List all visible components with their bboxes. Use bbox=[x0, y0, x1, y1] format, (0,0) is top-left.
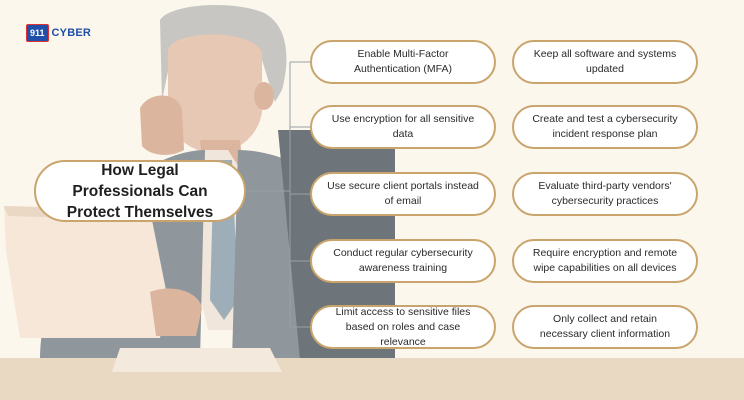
tip-text: Use encryption for all sensitive data bbox=[331, 113, 475, 140]
title-pill: How Legal Professionals Can Protect Them… bbox=[34, 160, 246, 222]
tip-encryption: Use encryption for all sensitive data bbox=[310, 105, 496, 149]
page-title: How Legal Professionals Can Protect Them… bbox=[66, 161, 214, 221]
brand-logo[interactable]: 911 CYBER bbox=[26, 24, 91, 42]
tip-data-minimization: Only collect and retain necessary client… bbox=[512, 305, 698, 349]
tip-access-control: Limit access to sensitive files based on… bbox=[310, 305, 496, 349]
tip-updates: Keep all software and systems updated bbox=[512, 40, 698, 84]
tip-text: Only collect and retain necessary client… bbox=[539, 313, 671, 340]
tip-text: Conduct regular cybersecurity awareness … bbox=[333, 247, 473, 274]
tip-vendors: Evaluate third-party vendors' cybersecur… bbox=[512, 172, 698, 216]
tip-training: Conduct regular cybersecurity awareness … bbox=[310, 239, 496, 283]
tip-text: Create and test a cybersecurity incident… bbox=[532, 113, 678, 140]
tip-text: Enable Multi-Factor Authentication (MFA) bbox=[353, 48, 453, 75]
tip-text: Require encryption and remote wipe capab… bbox=[532, 247, 678, 274]
tip-client-portals: Use secure client portals instead of ema… bbox=[310, 172, 496, 216]
tip-text: Use secure client portals instead of ema… bbox=[327, 180, 479, 207]
tip-text: Keep all software and systems updated bbox=[533, 48, 677, 75]
tip-device-encryption: Require encryption and remote wipe capab… bbox=[512, 239, 698, 283]
tip-mfa: Enable Multi-Factor Authentication (MFA) bbox=[310, 40, 496, 84]
logo-wordmark: CYBER bbox=[51, 27, 92, 39]
tip-text: Evaluate third-party vendors' cybersecur… bbox=[538, 180, 672, 207]
logo-badge: 911 bbox=[26, 24, 49, 42]
tip-text: Limit access to sensitive files based on… bbox=[335, 305, 471, 348]
tip-incident-plan: Create and test a cybersecurity incident… bbox=[512, 105, 698, 149]
